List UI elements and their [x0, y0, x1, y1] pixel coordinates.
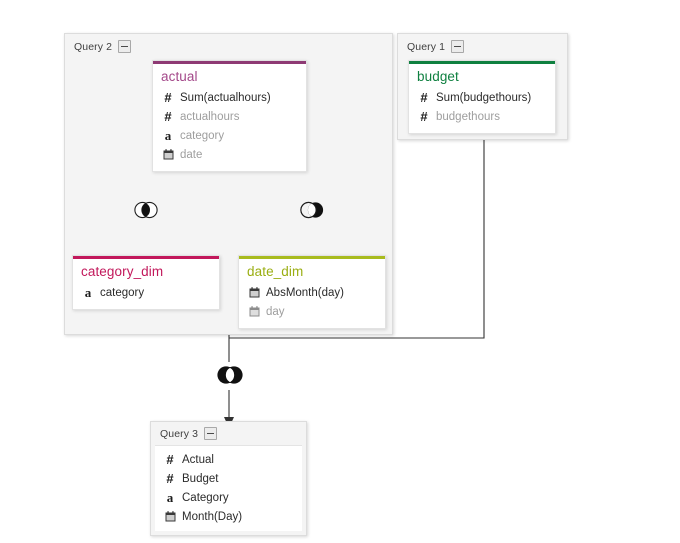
- table-field-list: # Sum(actualhours) # actualhours a categ…: [153, 88, 306, 171]
- string-icon: a: [166, 490, 174, 505]
- table-accent-bar: [409, 61, 555, 64]
- table-title: actual: [161, 69, 198, 84]
- table-field-list: AbsMonth(day) day: [239, 283, 385, 328]
- table-accent-bar: [239, 256, 385, 259]
- field-label: Month(Day): [182, 510, 243, 523]
- date-icon: [162, 148, 174, 161]
- minus-icon: [454, 46, 462, 47]
- join-full-outer-icon[interactable]: [215, 364, 245, 386]
- number-icon: #: [420, 90, 428, 105]
- table-title: date_dim: [247, 264, 304, 279]
- field-label: category: [100, 286, 145, 299]
- field-label: actualhours: [180, 110, 240, 123]
- join-inner-icon[interactable]: [133, 201, 159, 219]
- number-icon: #: [164, 109, 172, 124]
- table-field-row[interactable]: # actualhours: [153, 107, 306, 126]
- collapse-icon[interactable]: [451, 40, 465, 53]
- table-field-row[interactable]: AbsMonth(day): [239, 283, 385, 302]
- table-field-row[interactable]: date: [153, 145, 306, 164]
- number-icon: #: [164, 90, 172, 105]
- query-group-query1-header: Query 1: [407, 40, 465, 53]
- field-label: Budget: [182, 472, 219, 485]
- table-node-date-dim[interactable]: date_dim AbsMonth(day): [238, 255, 386, 329]
- query-field-row[interactable]: # Budget: [155, 469, 302, 488]
- collapse-icon[interactable]: [204, 427, 218, 440]
- field-label: day: [266, 305, 285, 318]
- minus-icon: [121, 46, 129, 47]
- query-group-query1-label: Query 1: [407, 40, 446, 53]
- query-field-row[interactable]: a Category: [155, 488, 302, 507]
- field-label: Sum(budgethours): [436, 91, 532, 104]
- query-node-query3-header: Query 3: [151, 422, 306, 445]
- field-label: budgethours: [436, 110, 500, 123]
- table-field-row[interactable]: a category: [73, 283, 219, 302]
- query-group-query2-header: Query 2: [74, 40, 132, 53]
- join-right-icon[interactable]: [299, 201, 325, 219]
- table-field-row[interactable]: # budgethours: [409, 107, 555, 126]
- field-label: Category: [182, 491, 229, 504]
- date-icon: [248, 305, 260, 318]
- field-label: category: [180, 129, 225, 142]
- query-node-field-list: # Actual # Budget a Category: [155, 445, 302, 531]
- table-field-list: a category: [73, 283, 219, 309]
- string-icon: a: [84, 285, 92, 300]
- table-accent-bar: [153, 61, 306, 64]
- field-label: date: [180, 148, 203, 161]
- table-node-category-dim[interactable]: category_dim a category: [72, 255, 220, 310]
- table-node-actual[interactable]: actual # Sum(actualhours) # actualhours …: [152, 60, 307, 172]
- table-node-budget[interactable]: budget # Sum(budgethours) # budgethours: [408, 60, 556, 134]
- minus-icon: [207, 433, 215, 434]
- number-icon: #: [166, 471, 174, 486]
- date-icon: [164, 510, 176, 523]
- table-field-list: # Sum(budgethours) # budgethours: [409, 88, 555, 133]
- field-label: AbsMonth(day): [266, 286, 344, 299]
- query-field-row[interactable]: # Actual: [155, 450, 302, 469]
- query-node-query3-label: Query 3: [160, 427, 199, 440]
- table-field-row[interactable]: # Sum(budgethours): [409, 88, 555, 107]
- query-field-row[interactable]: Month(Day): [155, 507, 302, 526]
- number-icon: #: [166, 452, 174, 467]
- string-icon: a: [164, 128, 172, 143]
- table-field-row[interactable]: a category: [153, 126, 306, 145]
- query-group-query2-label: Query 2: [74, 40, 113, 53]
- number-icon: #: [420, 109, 428, 124]
- table-field-row[interactable]: # Sum(actualhours): [153, 88, 306, 107]
- table-accent-bar: [73, 256, 219, 259]
- field-label: Actual: [182, 453, 214, 466]
- collapse-icon[interactable]: [118, 40, 132, 53]
- table-title: category_dim: [81, 264, 164, 279]
- table-title: budget: [417, 69, 459, 84]
- query-node-query3[interactable]: Query 3 # Actual # Budget a Category: [150, 421, 307, 536]
- table-field-row[interactable]: day: [239, 302, 385, 321]
- field-label: Sum(actualhours): [180, 91, 271, 104]
- date-icon: [248, 286, 260, 299]
